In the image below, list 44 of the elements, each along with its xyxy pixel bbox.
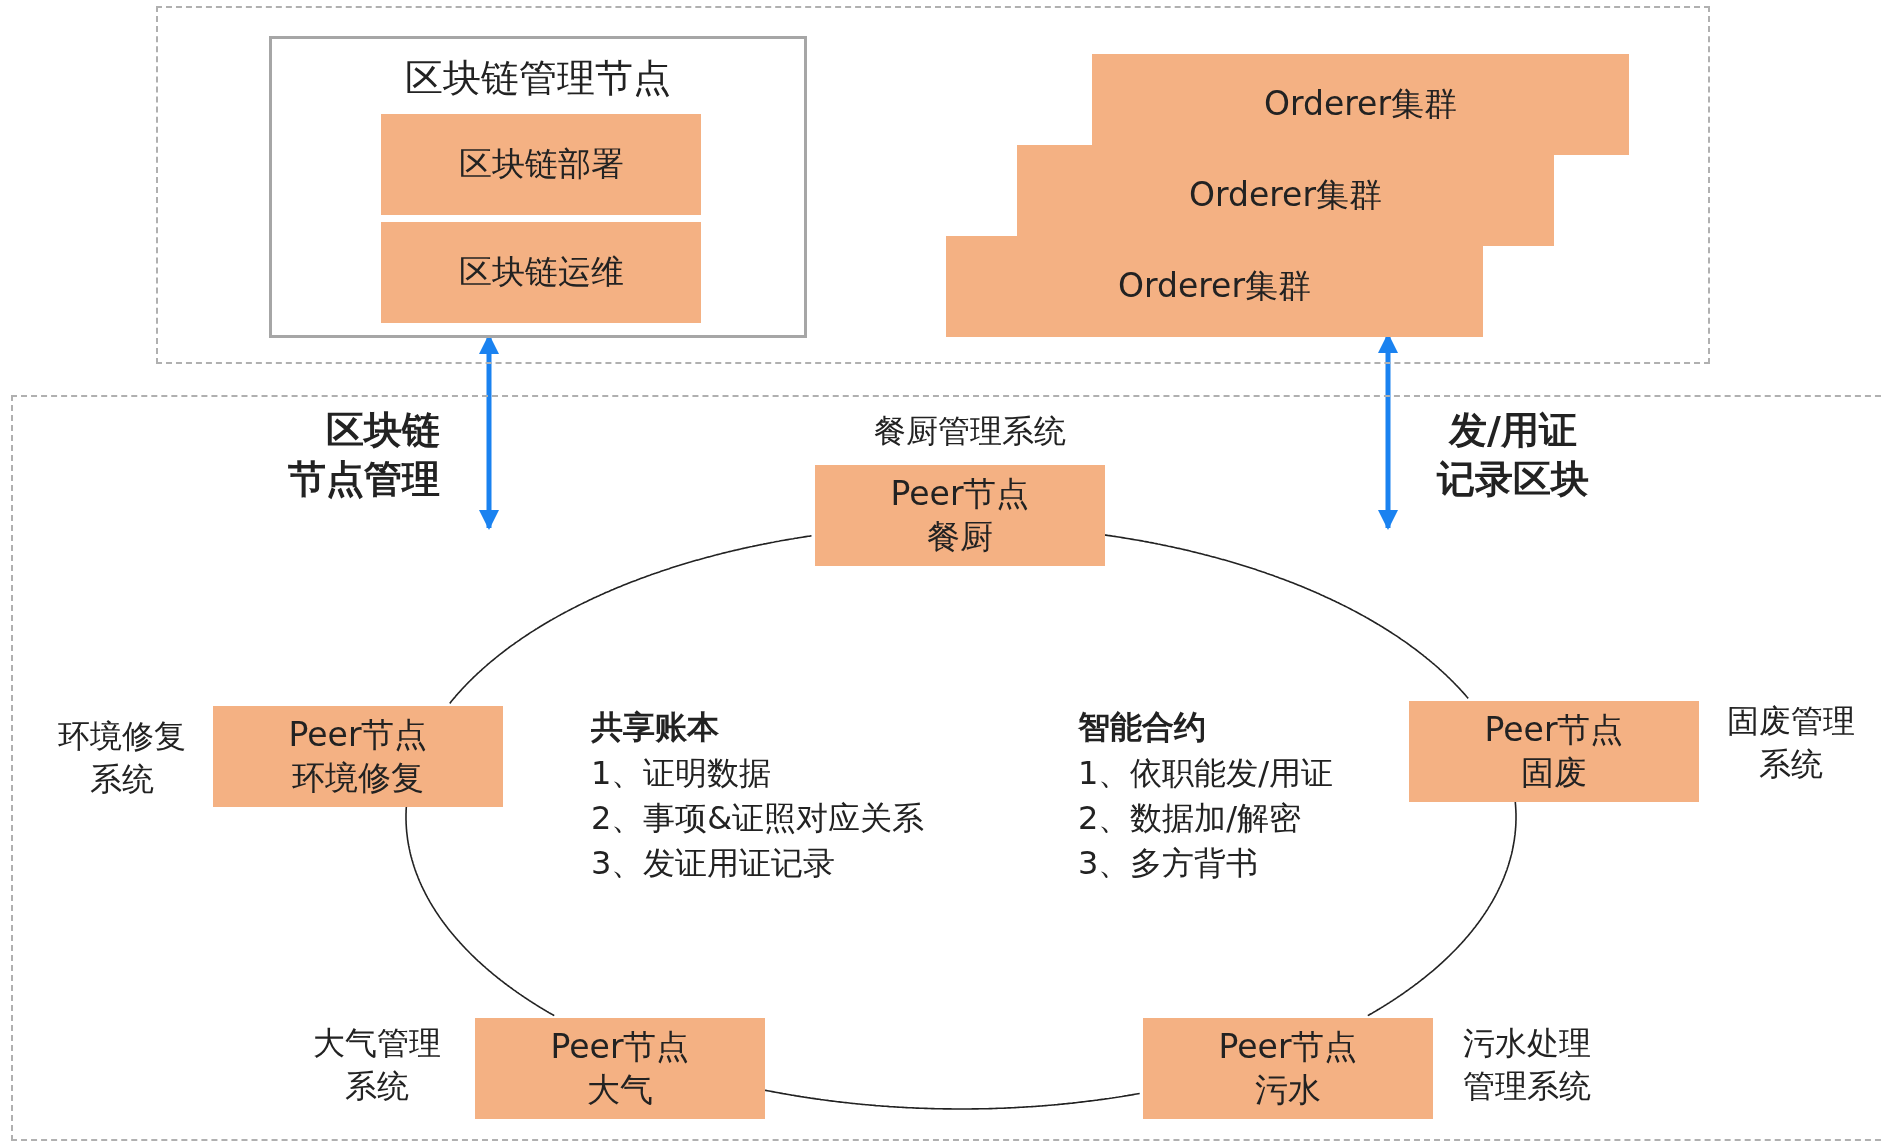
- node-label: 大气: [587, 1068, 653, 1111]
- system-name: 污水处理管理系统: [1462, 1023, 1592, 1108]
- section-heading: 智能合约: [1078, 707, 1206, 748]
- system-name: 大气管理系统: [312, 1023, 442, 1108]
- list-item: 3、发证用证记录: [591, 843, 836, 884]
- node-label: Peer节点: [1218, 1025, 1358, 1068]
- system-name: 餐厨管理系统: [873, 411, 1067, 452]
- node-box: [1092, 54, 1629, 155]
- edge-label: 发/用证记录区块: [1435, 407, 1590, 504]
- node-label: 餐厨: [927, 515, 993, 558]
- node-box: [213, 706, 503, 807]
- node-label: Orderer集群: [1118, 265, 1311, 308]
- node-box: [946, 236, 1483, 337]
- node-label: Orderer集群: [1189, 174, 1382, 217]
- node-box: [475, 1018, 765, 1119]
- node-label: 环境修复: [292, 756, 424, 799]
- node-box: [381, 222, 701, 323]
- list-item: 1、证明数据: [591, 753, 772, 794]
- node-label: 区块链部署: [458, 143, 624, 186]
- list-item: 3、多方背书: [1078, 843, 1259, 884]
- list-item: 1、依职能发/用证: [1078, 753, 1334, 794]
- node-box: [815, 465, 1105, 566]
- node-label: 污水: [1255, 1068, 1321, 1111]
- node-box: [381, 114, 701, 215]
- node-label: Orderer集群: [1264, 83, 1457, 126]
- list-item: 2、数据加/解密: [1078, 798, 1302, 839]
- node-label: Peer节点: [550, 1025, 690, 1068]
- edge-label: 区块链节点管理: [286, 407, 441, 504]
- node-box: [1409, 701, 1699, 802]
- node-label: 区块链运维: [458, 251, 624, 294]
- system-name: 固废管理系统: [1726, 701, 1856, 786]
- list-item: 2、事项&证照对应关系: [591, 798, 925, 839]
- section-heading: 共享账本: [591, 707, 719, 748]
- dashed-region: [156, 6, 1710, 364]
- node-label: 固废: [1521, 751, 1587, 794]
- ring-line: [448, 535, 813, 705]
- dashed-region: [11, 395, 1883, 1141]
- group-box: [269, 36, 807, 338]
- node-label: Peer节点: [288, 713, 428, 756]
- system-name: 环境修复系统: [57, 716, 187, 801]
- node-label: Peer节点: [1484, 708, 1624, 751]
- node-box: [1143, 1018, 1433, 1119]
- group-title: 区块链管理节点: [404, 55, 672, 102]
- node-label: Peer节点: [890, 472, 1030, 515]
